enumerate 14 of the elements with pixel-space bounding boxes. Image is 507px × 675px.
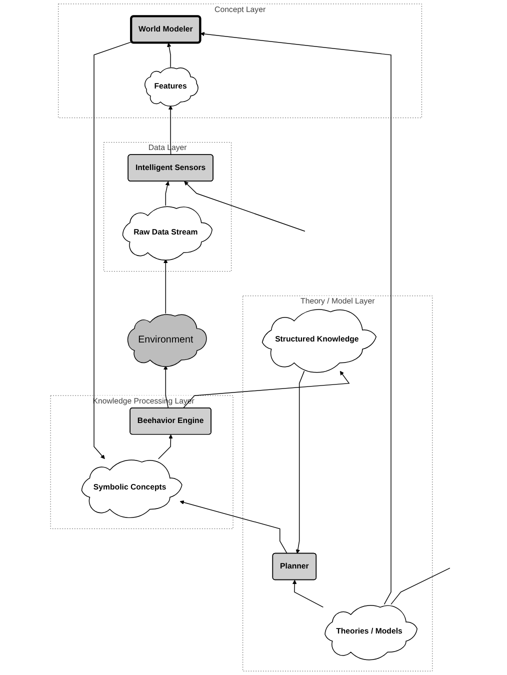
arrow xyxy=(292,580,324,608)
arrow xyxy=(180,500,288,554)
arrow xyxy=(182,370,350,408)
arrow xyxy=(158,434,173,460)
arrow xyxy=(168,105,173,156)
arrow xyxy=(164,365,169,408)
connector xyxy=(390,568,450,605)
arrow xyxy=(200,32,392,605)
arrow xyxy=(296,370,305,554)
arrow xyxy=(184,181,306,232)
arrow xyxy=(164,258,168,314)
arrow xyxy=(94,41,132,460)
arrow xyxy=(165,181,170,206)
arrow xyxy=(167,42,172,68)
